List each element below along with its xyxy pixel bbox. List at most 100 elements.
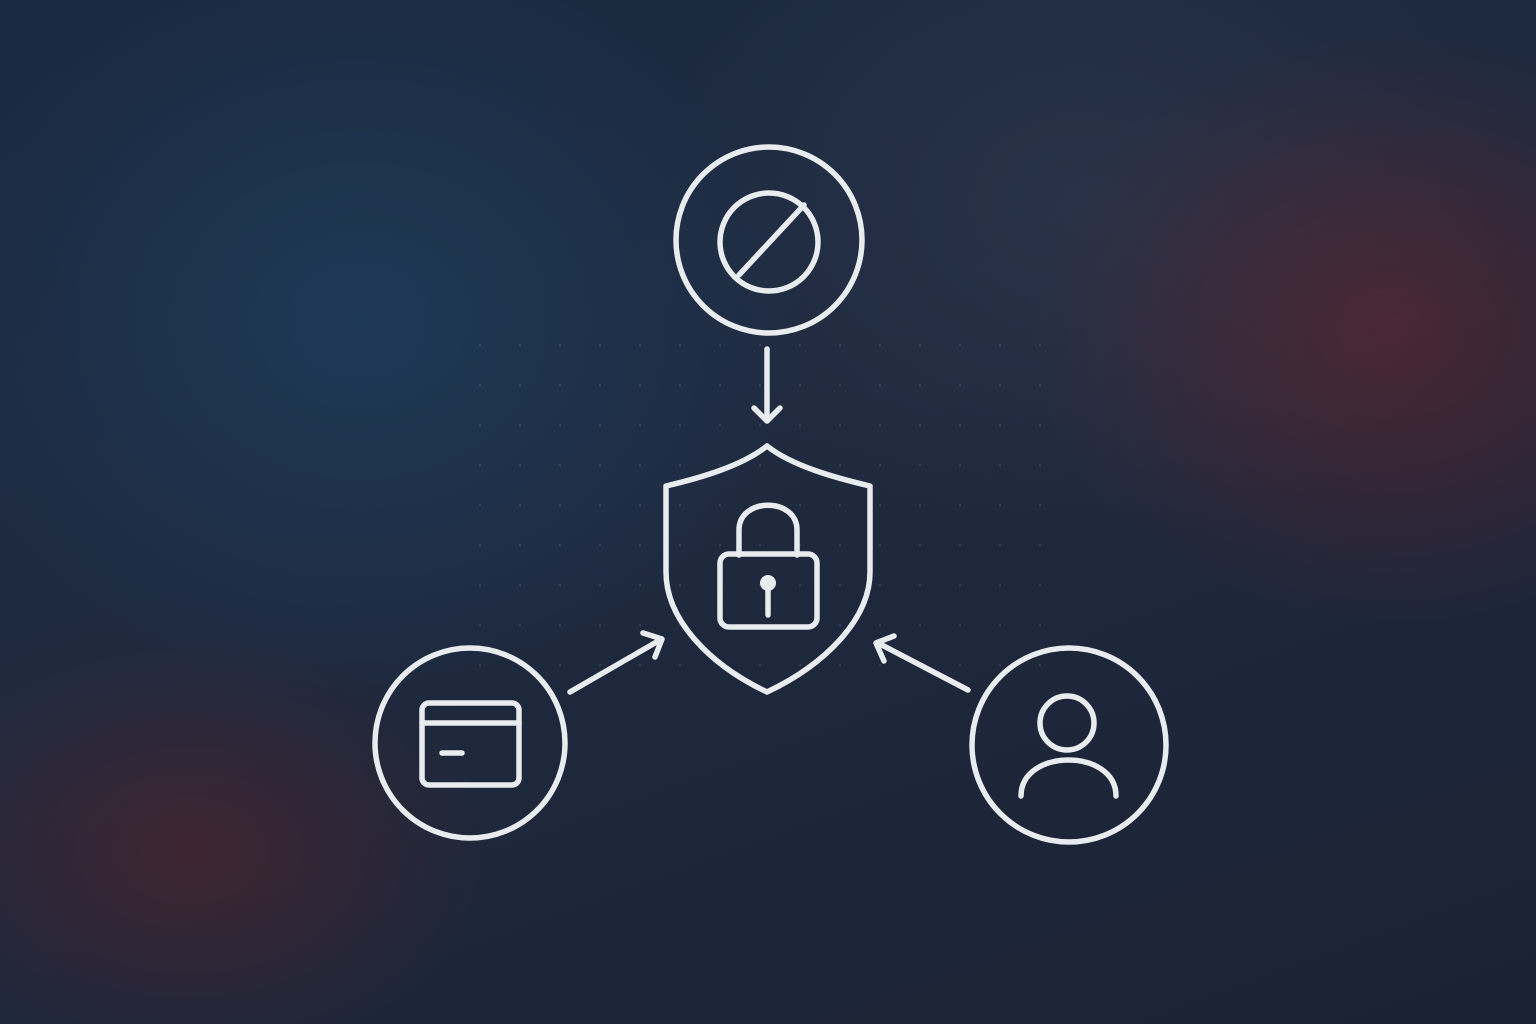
edge-blocked-to-security [751,346,783,424]
grid-dot [758,463,762,467]
grid-dot [958,503,962,507]
grid-dot [478,343,482,347]
grid-dot [838,343,842,347]
grid-dot [998,383,1002,387]
node-user-ring [969,645,1169,845]
grid-dot [1038,383,1042,387]
grid-dot [878,463,882,467]
grid-dot [638,663,642,667]
grid-dot [918,583,922,587]
grid-dot [758,663,762,667]
grid-dot [998,463,1002,467]
grid-dot [478,423,482,427]
grid-dot [998,663,1002,667]
grid-dot [1038,343,1042,347]
grid-dot [558,663,562,667]
grid-dot [678,583,682,587]
grid-dot [878,423,882,427]
grid-dot [878,623,882,627]
grid-dot [918,543,922,547]
grid-dot [518,383,522,387]
grid-dot [1038,503,1042,507]
grid-dot [638,503,642,507]
grid-dot [918,503,922,507]
grid-dot [798,583,802,587]
grid-dot [838,423,842,427]
grid-dot [838,583,842,587]
grid-dot [798,383,802,387]
node-blocked-ring [673,144,865,336]
grid-dot [798,423,802,427]
grid-dot [998,423,1002,427]
grid-dot [678,663,682,667]
grid-dot [598,343,602,347]
grid-dot [558,503,562,507]
grid-dot [638,423,642,427]
node-blocked [673,144,865,336]
grid-dot [718,343,722,347]
grid-dot [478,583,482,587]
node-card [372,645,568,841]
grid-dot [798,663,802,667]
grid-dot [998,583,1002,587]
grid-dot [678,463,682,467]
grid-dot [958,623,962,627]
grid-dot [558,583,562,587]
grid-dot [638,583,642,587]
grid-dot [758,423,762,427]
grid-dot [838,663,842,667]
grid-dot [838,623,842,627]
grid-dot [958,463,962,467]
grid-dot [878,383,882,387]
grid-dot [598,583,602,587]
grid-dot [638,543,642,547]
shield-icon [663,443,873,695]
grid-dot [678,343,682,347]
grid-dot [878,583,882,587]
grid-dot [838,463,842,467]
grid-dot [518,423,522,427]
grid-dot [1038,583,1042,587]
grid-dot [518,623,522,627]
grid-dot [758,343,762,347]
edge-card-to-security [567,630,665,695]
grid-dot [558,623,562,627]
prohibited-icon [717,190,821,294]
grid-dot [598,663,602,667]
grid-dot [918,383,922,387]
grid-dot [518,543,522,547]
grid-dot [958,343,962,347]
grid-dot [678,383,682,387]
grid-dot [558,463,562,467]
grid-dot [598,383,602,387]
grid-dot [598,463,602,467]
node-card-ring [372,645,568,841]
grid-dot [718,503,722,507]
grid-dot [718,383,722,387]
grid-dot [678,543,682,547]
grid-dot [598,423,602,427]
grid-dot [998,343,1002,347]
grid-dot [918,463,922,467]
grid-dot [958,663,962,667]
grid-dot [998,623,1002,627]
grid-dot [958,383,962,387]
grid-dot [678,503,682,507]
grid-dot [638,383,642,387]
grid-dot [838,383,842,387]
grid-dot [1038,543,1042,547]
grid-dot [878,543,882,547]
grid-dot [958,423,962,427]
grid-dot [478,383,482,387]
grid-dot [718,463,722,467]
edge-user-to-security [873,633,971,693]
grid-dot [1038,423,1042,427]
grid-dot [998,543,1002,547]
grid-dot [478,663,482,667]
grid-dot [958,543,962,547]
grid-dot [558,343,562,347]
grid-dot [878,663,882,667]
grid-dot [518,583,522,587]
grid-dot [758,543,762,547]
